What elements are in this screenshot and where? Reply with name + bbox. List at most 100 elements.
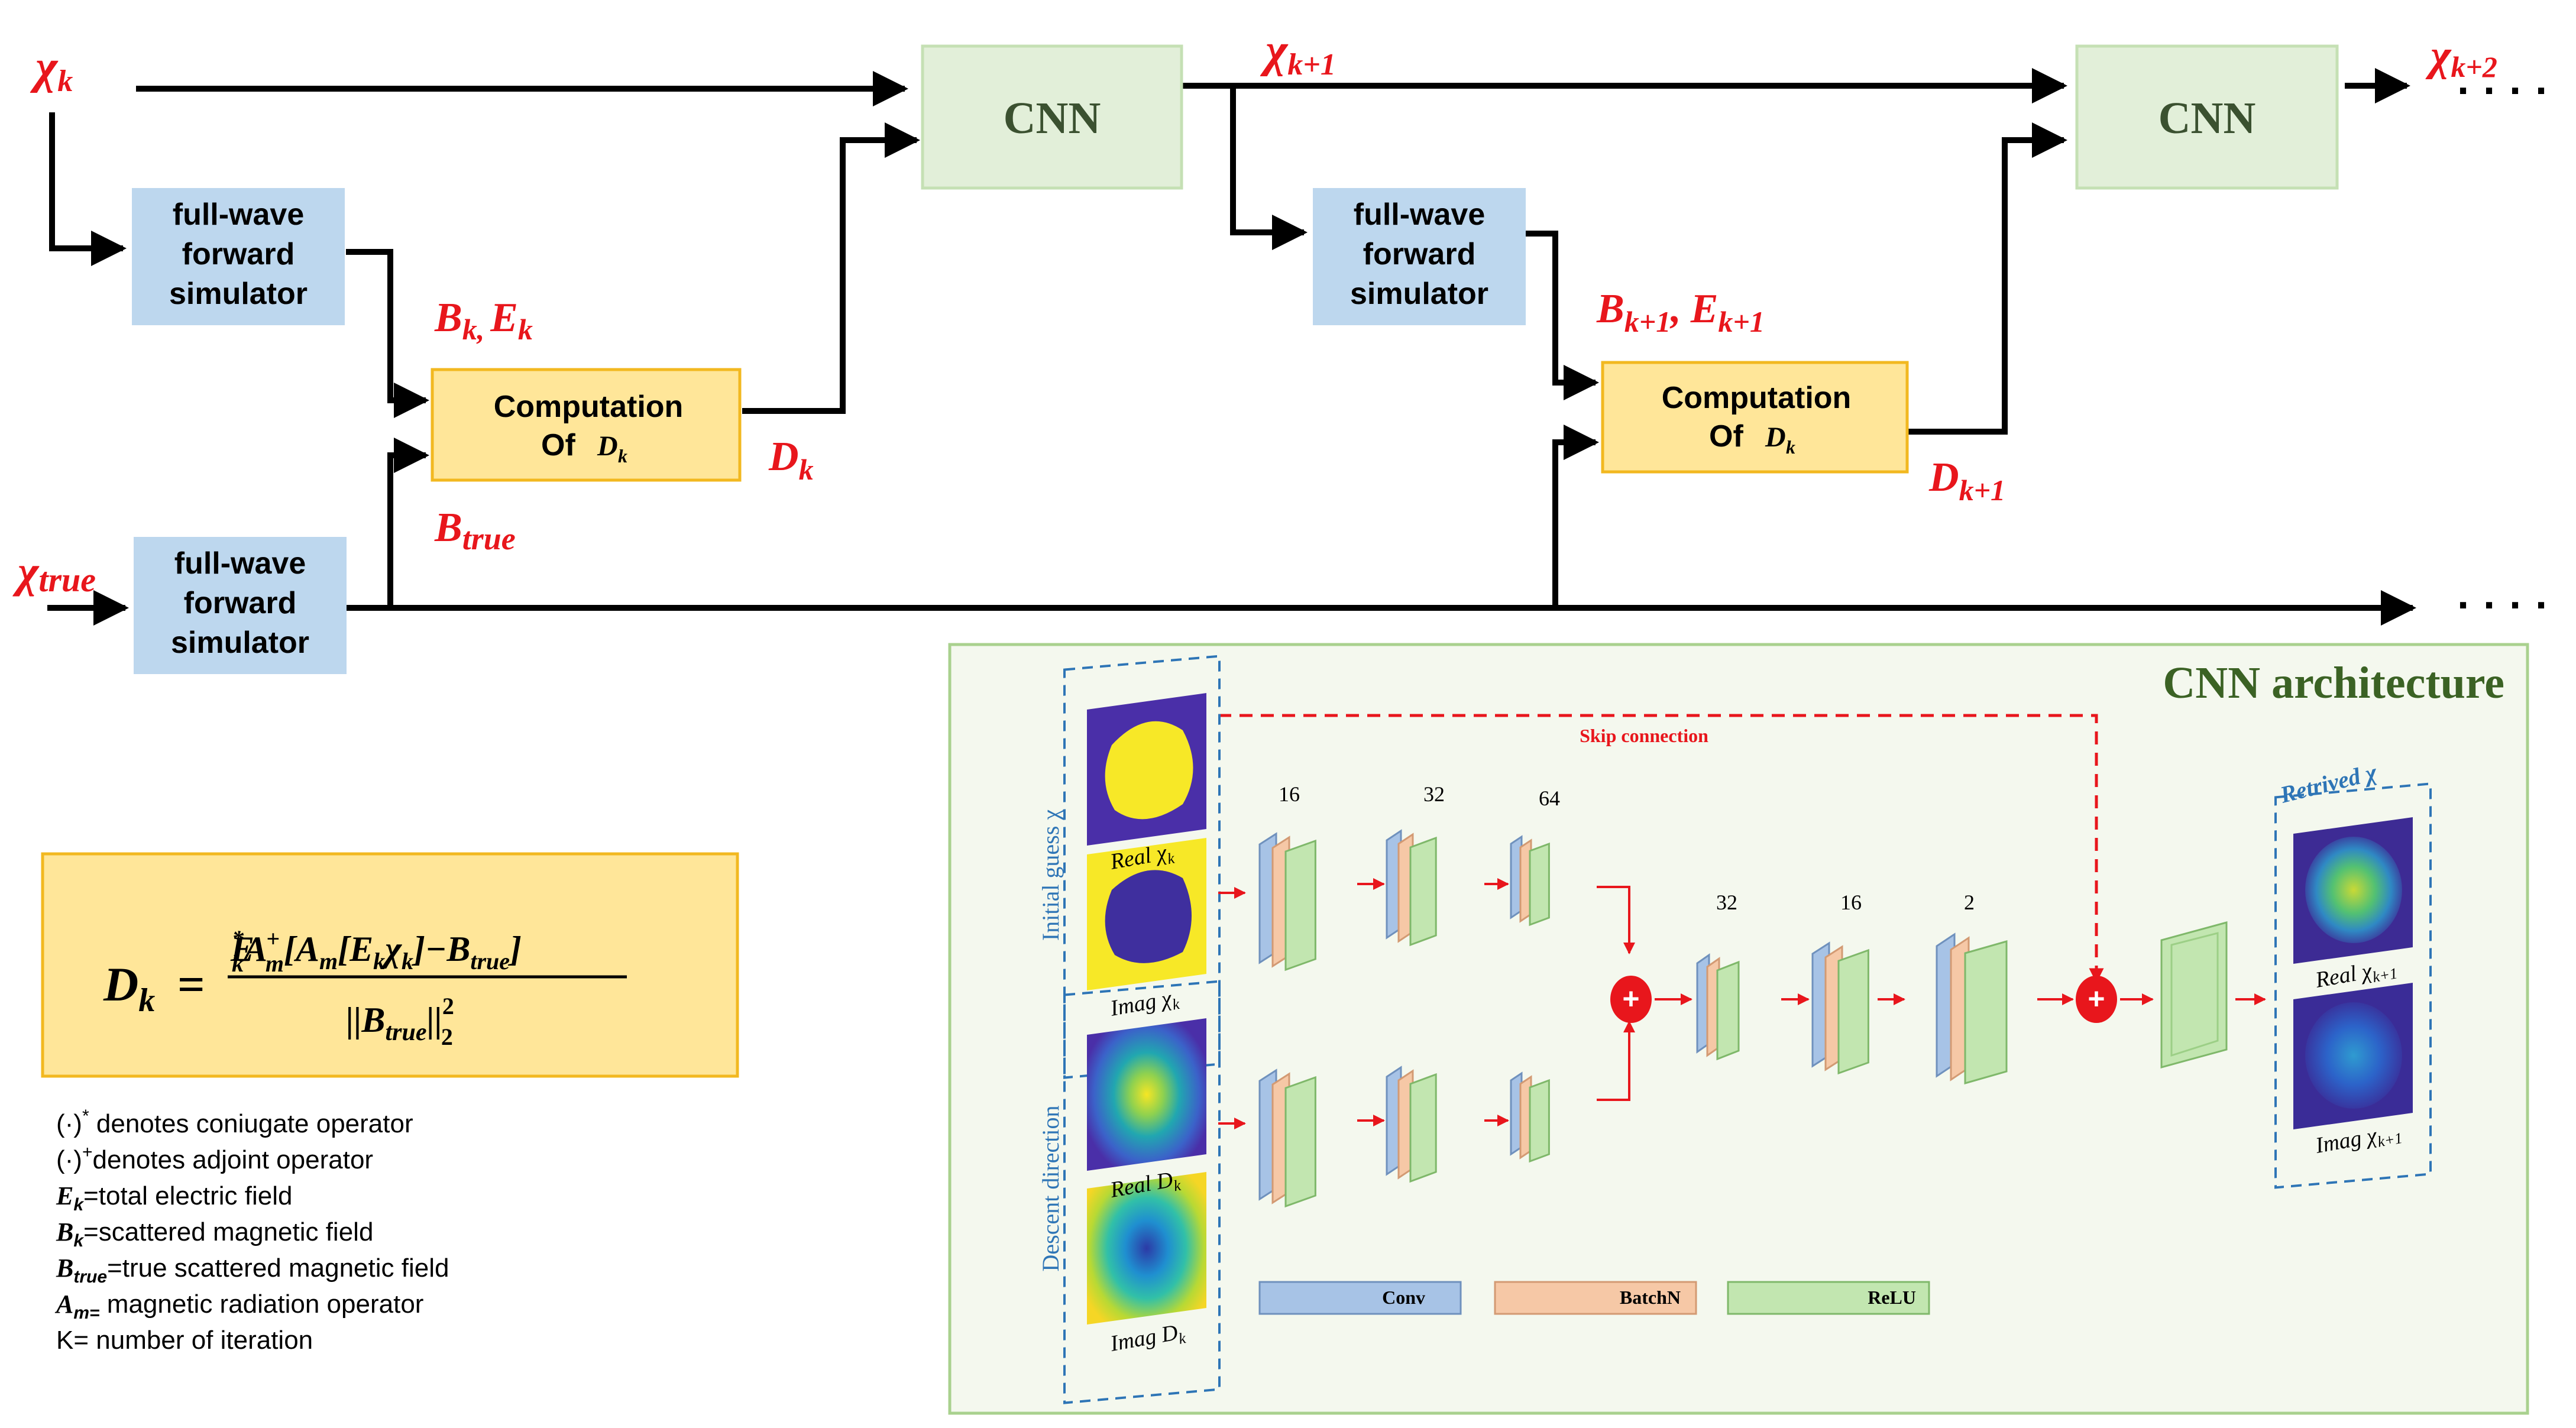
formula-equals: = <box>177 957 205 1011</box>
layer-stack <box>1258 1068 1316 1208</box>
input-image-real-chi <box>1087 693 1206 846</box>
layer-stack <box>1386 1066 1437 1183</box>
simulator-true: full-wave forward simulator <box>134 537 347 674</box>
simulator-1: full-wave forward simulator <box>132 188 345 325</box>
svg-text:full-wave: full-wave <box>173 197 305 232</box>
input-label-real-chi: Real χk <box>1108 839 1176 877</box>
input-image-imag-d <box>1087 1172 1206 1325</box>
legend-line: K= number of iteration <box>56 1326 313 1355</box>
legend-line: (·)+denotes adjoint operator <box>56 1142 373 1174</box>
legend-line: (·)* denotes coniugate operator <box>56 1106 413 1138</box>
computation-box-1: Computation Of D k <box>431 368 742 482</box>
output-group <box>2274 782 2432 1189</box>
svg-text:Of: Of <box>1709 419 1743 454</box>
legend-line: Am= magnetic radiation operator <box>54 1290 423 1323</box>
svg-text:Computation: Computation <box>1662 381 1852 415</box>
svg-text:full-wave: full-wave <box>1354 197 1486 232</box>
descent-direction-label: Descent direction <box>1037 1106 1064 1272</box>
svg-text:full-wave: full-wave <box>174 546 306 581</box>
channel-label-16-a: 16 <box>1279 782 1300 806</box>
svg-text:simulator: simulator <box>169 277 308 311</box>
notation-legend: (·)* denotes coniugate operator (·)+denot… <box>54 1106 449 1355</box>
layer-legend: Conv BatchN ReLU <box>1258 1281 1930 1315</box>
dots-top: · · · · <box>2457 67 2549 115</box>
adder-2: + <box>2076 976 2117 1023</box>
legend-line: Btrue=true scattered magnetic field <box>56 1254 449 1287</box>
legend-conv-label: Conv <box>1382 1287 1425 1308</box>
dots-bottom: · · · · <box>2457 582 2549 629</box>
descent-direction-group <box>1063 980 1221 1404</box>
legend-relu-label: ReLU <box>1868 1287 1916 1308</box>
formula-numerator: E*kA+m[Am[Ekχk]−Btrue] <box>230 925 522 977</box>
simulator-2: full-wave forward simulator <box>1313 188 1526 325</box>
layer-stack <box>1386 829 1437 947</box>
relu-layer <box>1284 1076 1316 1208</box>
label-chi-k: χk <box>30 41 73 98</box>
top-flow: full-wave forward simulator full-wave fo… <box>12 25 2549 674</box>
relu-layer <box>1409 836 1437 947</box>
svg-text:k: k <box>1786 436 1795 458</box>
svg-text:Computation: Computation <box>494 390 684 424</box>
svg-text:CNN: CNN <box>2158 93 2256 143</box>
svg-text:k: k <box>618 445 627 467</box>
layer-stacks <box>1258 829 2008 1208</box>
svg-text:D: D <box>1765 422 1786 453</box>
svg-text:forward: forward <box>182 237 295 271</box>
cnn-block-2: CNN <box>2075 44 2339 190</box>
output-image-real <box>2293 817 2413 964</box>
label-dk1: Dk+1 <box>1928 455 2005 507</box>
layer-stack <box>1258 832 1316 972</box>
relu-layer <box>1529 842 1550 927</box>
input-image-imag-chi <box>1087 838 1206 990</box>
label-chi-true: χtrue <box>12 547 96 599</box>
relu-layer <box>1837 948 1869 1075</box>
adder-1: + <box>1610 976 1652 1023</box>
label-btrue: Btrue <box>434 505 516 556</box>
layer-stack <box>1510 835 1550 927</box>
svg-text:D: D <box>597 430 618 462</box>
svg-text:forward: forward <box>184 586 297 620</box>
label-chi-k1: χk+1 <box>1260 25 1336 82</box>
final-relu-block <box>2160 921 2228 1068</box>
legend-line: Ek=total electric field <box>56 1181 292 1215</box>
relu-layer <box>1409 1073 1437 1183</box>
cnn-architecture-panel: CNN architecture Skip connection Initial… <box>948 643 2529 1415</box>
arch-title: CNN architecture <box>2163 658 2504 708</box>
channel-label-64: 64 <box>1539 786 1560 810</box>
legend-line: Bk=scattered magnetic field <box>56 1217 373 1251</box>
stack-arrows <box>1357 878 2266 1126</box>
flow-connectors <box>47 68 2416 626</box>
legend-batchn-label: BatchN <box>1620 1287 1681 1308</box>
computation-box-2: Computation Of D k <box>1601 361 1909 474</box>
channel-label-32-b: 32 <box>1716 891 1737 914</box>
legend-conv-swatch <box>1258 1281 1462 1315</box>
layer-stack <box>1696 953 1740 1061</box>
formula-lhs: Dk <box>103 957 155 1019</box>
channel-label-32-a: 32 <box>1423 782 1445 806</box>
initial-guess-label: Initial guess χ <box>1037 809 1064 941</box>
layer-stack <box>1811 941 1869 1075</box>
svg-text:+: + <box>1622 982 1639 1015</box>
layer-stack <box>1510 1071 1550 1163</box>
relu-layer <box>1716 960 1740 1061</box>
svg-text:+: + <box>2088 982 2105 1015</box>
svg-text:CNN: CNN <box>1004 93 1101 143</box>
cnn-block-1: CNN <box>921 44 1183 190</box>
svg-text:forward: forward <box>1363 237 1476 271</box>
label-bk1-ek1: Bk+1,Ek+1 <box>1596 286 1765 338</box>
legend-relu-swatch <box>1727 1281 1930 1315</box>
output-image-imag <box>2293 983 2413 1129</box>
label-dk: Dk <box>768 434 814 486</box>
svg-text:Of: Of <box>541 428 575 462</box>
layer-stack <box>1936 932 2008 1084</box>
channel-label-2: 2 <box>1964 891 1975 914</box>
legend-batchn-swatch <box>1494 1281 1697 1315</box>
channel-label-16-b: 16 <box>1840 891 1862 914</box>
relu-layer <box>1964 940 2008 1084</box>
label-bk-ek: Bk,Ek <box>434 295 533 346</box>
relu-layer <box>1284 839 1316 972</box>
relu-layer <box>1529 1079 1550 1163</box>
